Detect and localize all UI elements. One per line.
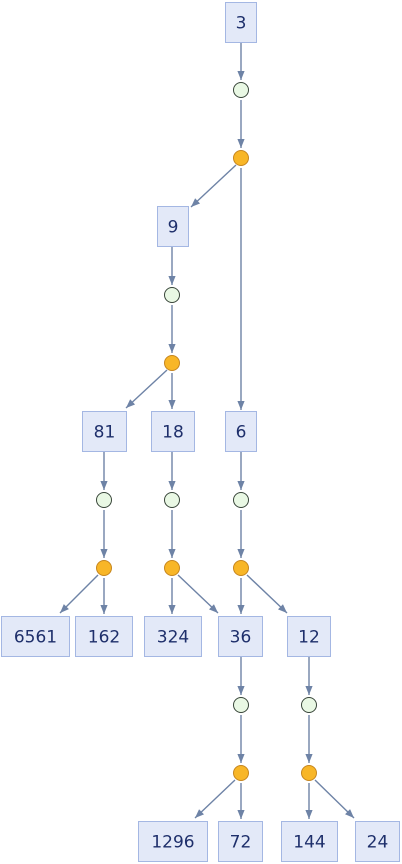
node-box (138, 821, 208, 862)
arrowhead (237, 71, 245, 80)
node-box (281, 821, 338, 862)
number-node: 12 (287, 616, 331, 657)
node-label: 324 (157, 628, 189, 648)
number-node: 24 (355, 821, 400, 862)
node-box (225, 411, 257, 452)
orange-junction-dot (233, 765, 249, 781)
number-node: 72 (218, 821, 263, 862)
green-junction-dot (233, 82, 249, 98)
arrowhead (60, 604, 69, 613)
arrowhead (191, 198, 201, 207)
node-label: 36 (230, 628, 252, 648)
orange-junction-dot (233, 560, 249, 576)
edge-line (125, 369, 168, 409)
node-box (218, 821, 263, 862)
node-label: 12 (298, 628, 320, 648)
number-node: 18 (151, 411, 195, 452)
node-label: 81 (94, 423, 116, 443)
edge-line (177, 574, 219, 614)
node-box (1, 616, 70, 657)
number-node: 6561 (1, 616, 70, 657)
number-node: 3 (225, 2, 257, 43)
node-label: 6561 (14, 628, 57, 648)
arrowhead (100, 605, 108, 614)
number-node: 144 (281, 821, 338, 862)
edge-line (190, 164, 237, 208)
green-junction-dot (301, 697, 317, 713)
arrowhead (168, 276, 176, 285)
node-label: 1296 (151, 833, 194, 853)
arrowhead (195, 809, 205, 818)
arrowhead (168, 481, 176, 490)
node-label: 72 (230, 833, 252, 853)
arrowhead (100, 481, 108, 490)
node-label: 144 (293, 833, 325, 853)
arrowhead (237, 686, 245, 695)
node-box (151, 411, 195, 452)
node-box (144, 616, 202, 657)
number-node: 36 (218, 616, 263, 657)
green-junction-dot (164, 492, 180, 508)
green-junction-dot (96, 492, 112, 508)
node-box (355, 821, 400, 862)
node-box (75, 616, 133, 657)
arrowhead (168, 344, 176, 353)
green-junction-dot (164, 287, 180, 303)
number-node: 1296 (138, 821, 208, 862)
node-box (225, 2, 257, 43)
node-box (218, 616, 263, 657)
edge-line (314, 779, 355, 819)
node-label: 24 (367, 833, 389, 853)
number-node: 6 (225, 411, 257, 452)
edges-layer (59, 42, 355, 819)
arrowhead (305, 686, 313, 695)
arrowhead (277, 604, 287, 613)
node-box (287, 616, 331, 657)
arrowhead (305, 810, 313, 819)
arrowhead (305, 754, 313, 763)
node-label: 6 (236, 423, 247, 443)
junction-dots-layer (96, 82, 317, 781)
orange-junction-dot (233, 150, 249, 166)
arrowhead (208, 604, 218, 613)
node-label: 162 (88, 628, 120, 648)
arrowhead (237, 481, 245, 490)
arrowhead (100, 549, 108, 558)
number-node: 162 (75, 616, 133, 657)
edge-line (246, 574, 288, 614)
node-label: 18 (162, 423, 184, 443)
arrowhead (237, 605, 245, 614)
green-junction-dot (233, 697, 249, 713)
node-label: 3 (236, 14, 247, 34)
arrowhead (126, 399, 136, 408)
arrowhead (168, 400, 176, 409)
node-box (157, 206, 189, 247)
number-node: 81 (82, 411, 127, 452)
node-label: 9 (168, 218, 179, 238)
arrowhead (168, 549, 176, 558)
arrowhead (168, 605, 176, 614)
orange-junction-dot (301, 765, 317, 781)
orange-junction-dot (96, 560, 112, 576)
number-node: 9 (157, 206, 189, 247)
arrowhead (237, 810, 245, 819)
arrowhead (237, 139, 245, 148)
number-node: 324 (144, 616, 202, 657)
arrowhead (345, 809, 354, 818)
orange-junction-dot (164, 560, 180, 576)
arrowhead (237, 549, 245, 558)
green-junction-dot (233, 492, 249, 508)
node-box (82, 411, 127, 452)
arrowhead (237, 754, 245, 763)
arrowhead (237, 401, 245, 410)
orange-junction-dot (164, 355, 180, 371)
edge-line (194, 779, 236, 819)
